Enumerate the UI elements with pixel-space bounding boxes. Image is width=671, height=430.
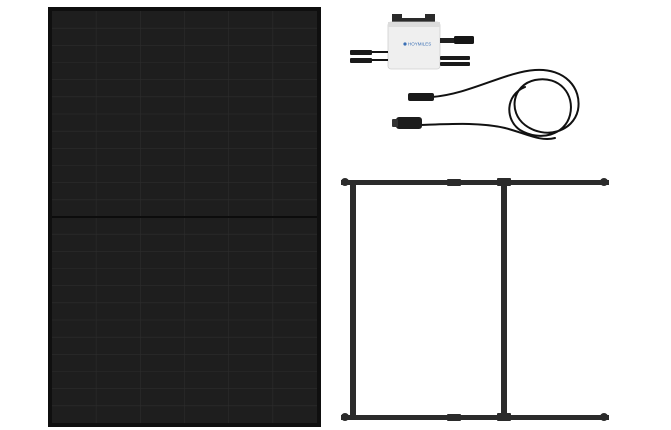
inverter-bracket [392, 14, 435, 22]
frame-clamp [447, 179, 461, 186]
ac-cable-coil [431, 68, 580, 137]
micro-inverter: HOYMILES [350, 14, 474, 70]
frame-left-leg [350, 182, 356, 420]
ac-cable-connector [408, 93, 434, 101]
mounting-frame [341, 178, 609, 421]
solar-panel-grid [52, 11, 317, 423]
frame-right-leg [501, 182, 507, 420]
frame-joint-icon [341, 413, 349, 421]
frame-joint-icon [341, 178, 349, 186]
frame-clamp [447, 414, 461, 421]
inverter-logo-icon [403, 42, 407, 46]
inverter-bottom-right-plug-a [440, 56, 470, 60]
inverter-right-plug [454, 36, 474, 44]
inverter-left-plug-b [350, 58, 372, 63]
inverter-left-plug-a [350, 50, 372, 55]
frame-clamp [497, 413, 511, 421]
solar-panel [48, 7, 321, 427]
inverter-bottom-right-plug-b [440, 62, 470, 66]
frame-joint-icon [600, 178, 608, 186]
frame-clamp [497, 178, 511, 186]
ac-cable-lower [419, 122, 556, 140]
frame-top-rail [341, 180, 609, 185]
ac-plug-head [392, 119, 398, 127]
frame-joint-icon [600, 413, 608, 421]
frame-bottom-rail [341, 415, 609, 420]
inverter-top-strip [388, 22, 440, 27]
inverter-brand: HOYMILES [408, 42, 431, 47]
ac-plug-body [396, 117, 422, 129]
inverter-right-connector [440, 38, 454, 43]
ac-cable [392, 68, 580, 140]
